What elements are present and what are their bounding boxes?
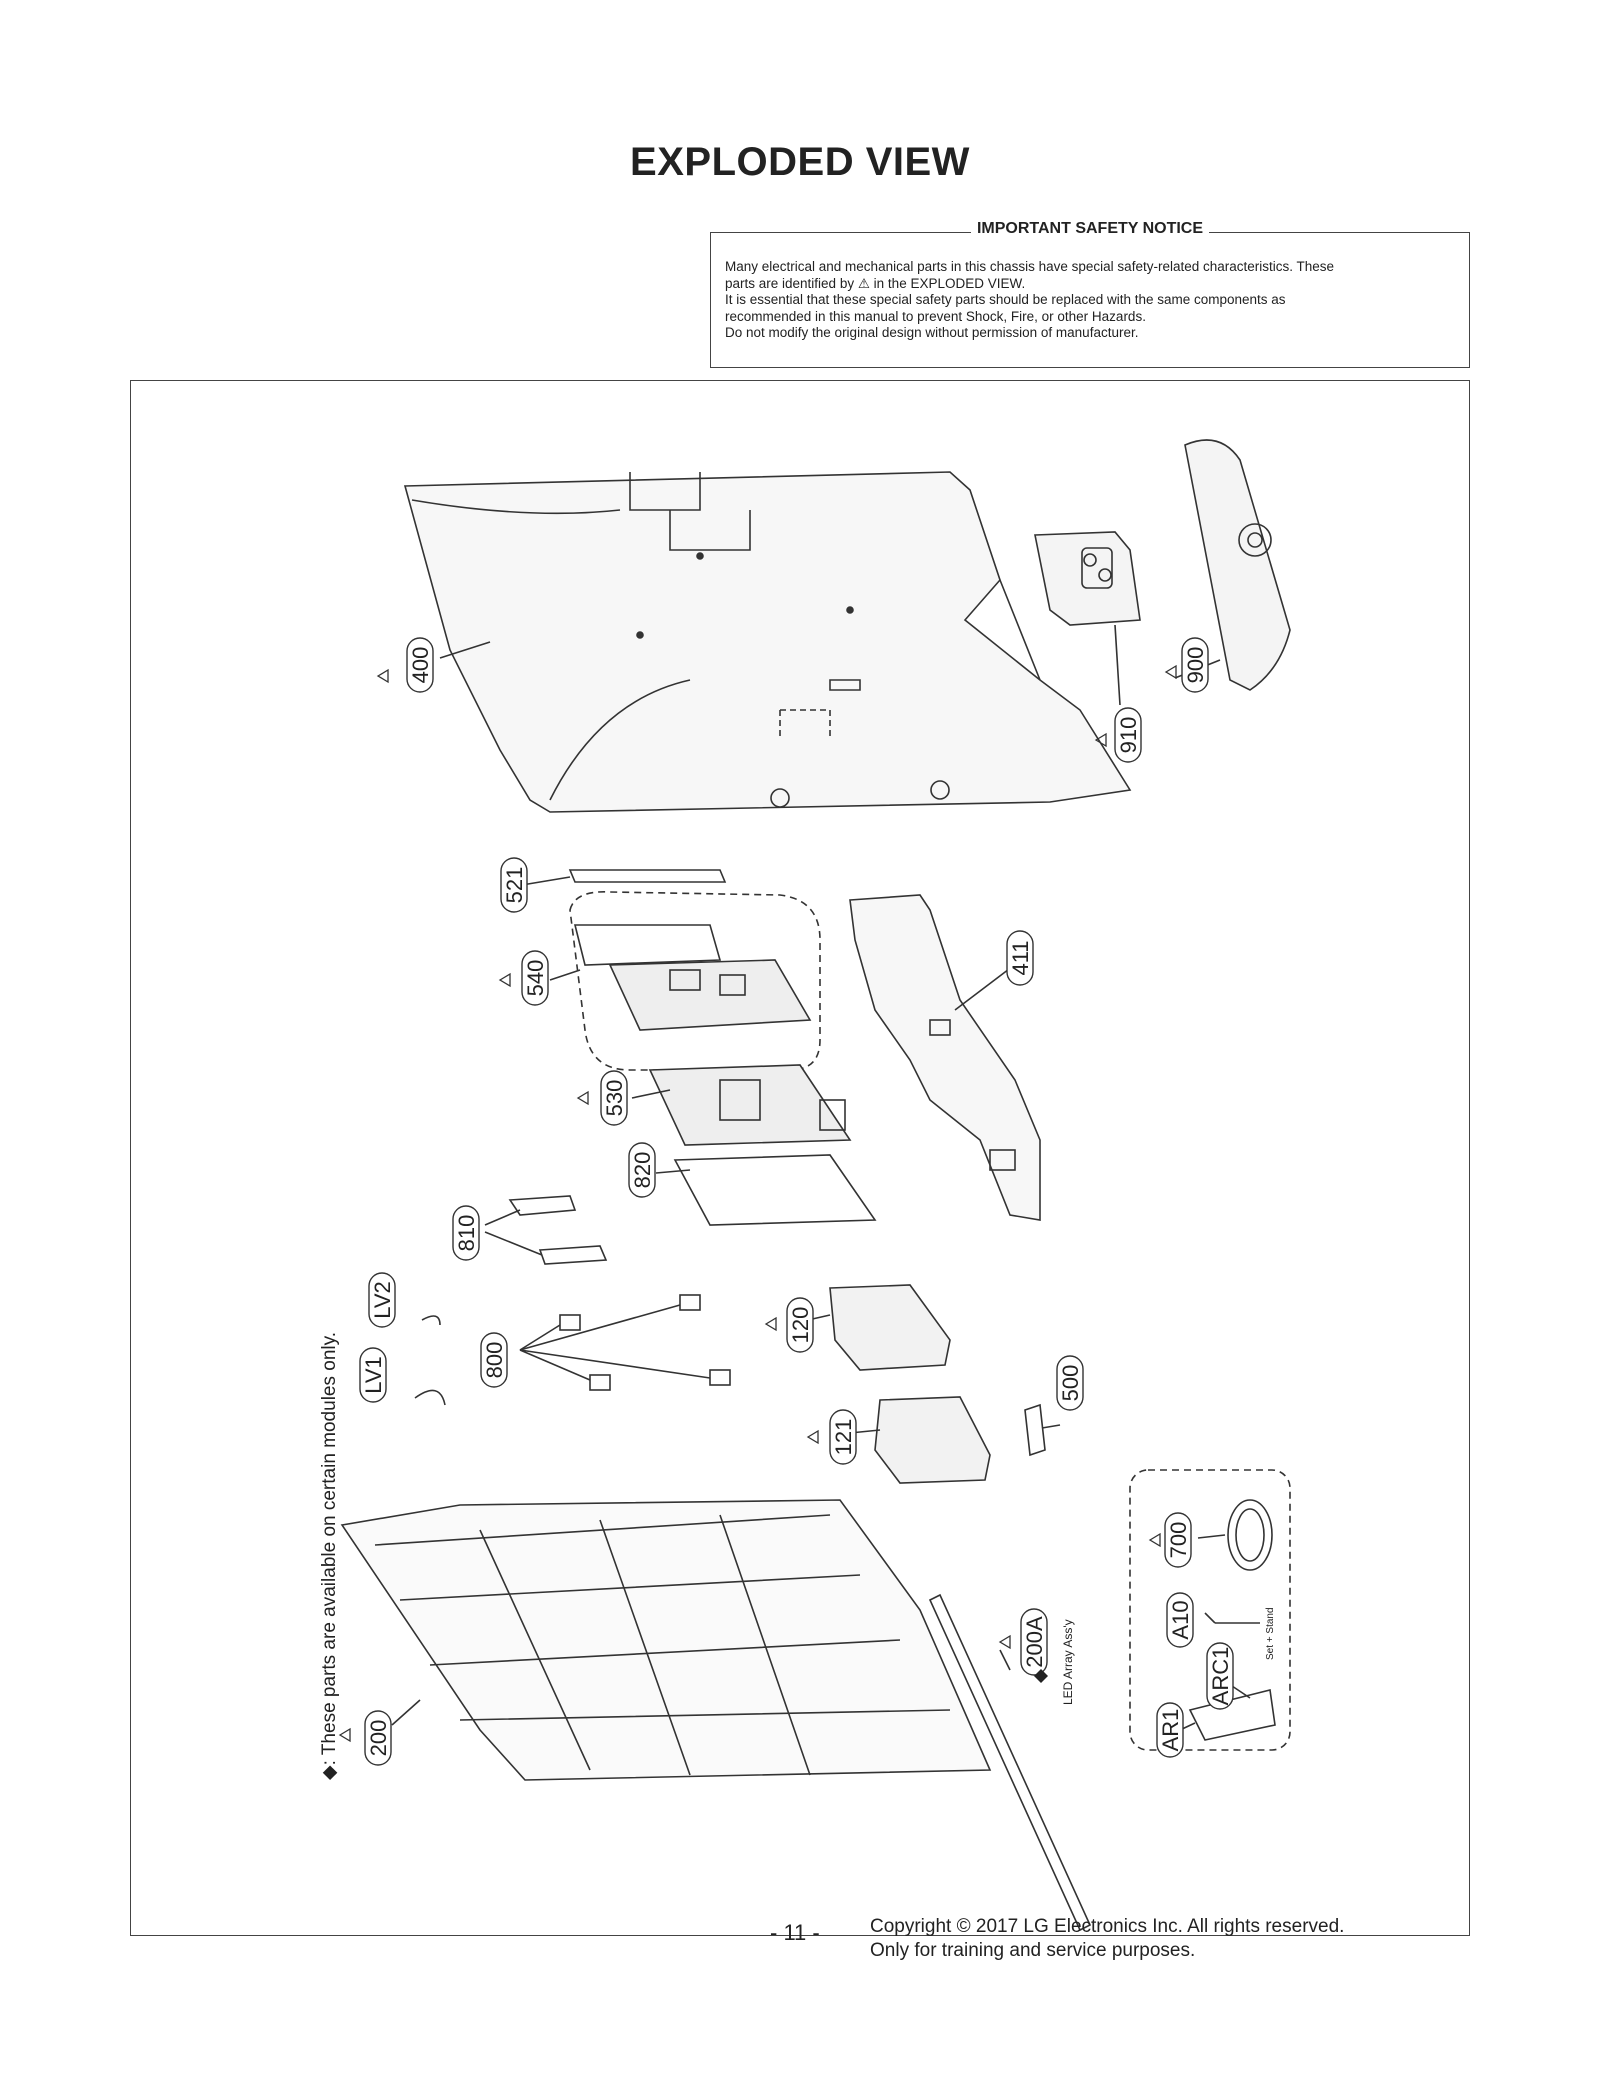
svg-text:500: 500 — [1058, 1365, 1083, 1402]
modules-availability-note: ◆: These parts are available on certain … — [319, 1332, 340, 1780]
callout-120: 120 — [786, 1297, 814, 1353]
callout-810: 810 — [452, 1205, 480, 1261]
copyright-line-2: Only for training and service purposes. — [870, 1940, 1196, 1961]
diagram-frame — [130, 380, 1470, 1936]
copyright-line-1: Copyright © 2017 LG Electronics Inc. All… — [870, 1916, 1345, 1937]
svg-text:ARC1: ARC1 — [1208, 1647, 1233, 1706]
callout-400: 400 — [406, 637, 434, 693]
callout-900: 900 — [1181, 637, 1209, 693]
main-board-drawing — [569, 891, 821, 1071]
callout-121: 121 — [829, 1409, 857, 1465]
svg-text:200: 200 — [366, 1720, 391, 1757]
speaker-121-drawing — [874, 1396, 991, 1484]
bracket-810-drawing — [484, 1195, 608, 1265]
svg-text:820: 820 — [630, 1152, 655, 1189]
svg-text:910: 910 — [1116, 717, 1141, 754]
bracket-521-drawing — [568, 869, 727, 883]
callout-lv2: LV2 — [368, 1272, 396, 1328]
display-module-drawing — [340, 1499, 992, 1781]
svg-text:521: 521 — [502, 867, 527, 904]
clip-800-drawing — [519, 1294, 731, 1391]
callout-500: 500 — [1056, 1355, 1084, 1411]
cable-lv1-drawing — [414, 1389, 446, 1406]
svg-text:LV2: LV2 — [370, 1281, 395, 1319]
stand-base-drawing — [1184, 439, 1291, 691]
exploded-view-diagram: 400 900 910 521 540 411 530 820 — [338, 439, 1291, 1932]
diamond-icon — [1034, 1669, 1048, 1683]
safety-notice-box: IMPORTANT SAFETY NOTICE Many electrical … — [710, 220, 1470, 368]
notice-line-1: Many electrical and mechanical parts in … — [725, 259, 1335, 274]
callout-411: 411 — [1006, 930, 1034, 986]
sheet-820-drawing — [673, 1154, 877, 1226]
accessories-drawing — [1129, 1469, 1291, 1751]
callout-200: 200 — [364, 1710, 392, 1766]
callout-800: 800 — [480, 1332, 508, 1388]
svg-text:530: 530 — [602, 1080, 627, 1117]
page-title: EXPLODED VIEW — [630, 140, 970, 184]
page-number: - 11 - — [770, 1920, 820, 1945]
callout-ar1: AR1 — [1156, 1702, 1184, 1758]
safety-notice-heading: IMPORTANT SAFETY NOTICE — [711, 220, 1469, 238]
svg-text:LV1: LV1 — [361, 1356, 386, 1394]
callout-200a: 200A — [1020, 1608, 1048, 1676]
part-500-drawing — [1024, 1403, 1046, 1457]
warning-icon — [1164, 664, 1177, 680]
svg-text:400: 400 — [408, 647, 433, 684]
stand-body-drawing — [1034, 531, 1141, 626]
set-stand-label: Set + Stand — [1265, 1607, 1276, 1660]
svg-text:A10: A10 — [1168, 1600, 1193, 1639]
callout-700: 700 — [1164, 1512, 1192, 1568]
power-board-drawing — [648, 1064, 852, 1146]
callout-820: 820 — [628, 1142, 656, 1198]
warning-icon — [998, 1634, 1011, 1650]
led-bar-drawing — [928, 1593, 1092, 1932]
warning-icon — [498, 972, 511, 988]
callout-lv1: LV1 — [359, 1347, 387, 1403]
svg-text:810: 810 — [454, 1215, 479, 1252]
warning-icon — [806, 1429, 819, 1445]
callout-910: 910 — [1114, 707, 1142, 763]
callout-a10: A10 — [1166, 1592, 1194, 1648]
svg-text:900: 900 — [1183, 647, 1208, 684]
svg-text:540: 540 — [523, 960, 548, 997]
back-cover-drawing — [403, 471, 1132, 813]
svg-text:800: 800 — [482, 1342, 507, 1379]
svg-text:AR1: AR1 — [1158, 1709, 1183, 1752]
copyright-notice: Copyright © 2017 LG Electronics Inc. All… — [870, 1915, 1344, 1963]
speaker-120-drawing — [829, 1284, 951, 1371]
cable-lv2-drawing — [421, 1315, 441, 1326]
warning-icon — [376, 668, 389, 684]
warning-icon — [764, 1316, 777, 1332]
callout-540: 540 — [521, 950, 549, 1006]
notice-line-4: recommended in this manual to prevent Sh… — [725, 308, 1146, 324]
svg-text:700: 700 — [1166, 1522, 1191, 1559]
frame-411-drawing — [849, 894, 1041, 1221]
svg-text:121: 121 — [831, 1419, 856, 1456]
callout-530: 530 — [600, 1070, 628, 1126]
warning-icon — [338, 1727, 351, 1743]
svg-text:411: 411 — [1008, 940, 1033, 975]
notice-line-3: It is essential that these special safet… — [725, 292, 1286, 307]
led-array-label: LED Array Ass'y — [1061, 1619, 1075, 1705]
svg-text:200A: 200A — [1022, 1616, 1047, 1668]
callout-arc1: ARC1 — [1206, 1642, 1234, 1710]
svg-text:120: 120 — [788, 1307, 813, 1344]
warning-icon — [576, 1090, 589, 1106]
warning-icon — [1094, 732, 1107, 748]
callout-521: 521 — [500, 857, 528, 913]
safety-notice-body: Many electrical and mechanical parts in … — [725, 259, 1455, 342]
notice-line-5: Do not modify the original design withou… — [725, 325, 1139, 340]
warning-icon — [1148, 1532, 1161, 1548]
notice-line-2: parts are identified by ⚠ in the EXPLODE… — [725, 275, 1026, 291]
